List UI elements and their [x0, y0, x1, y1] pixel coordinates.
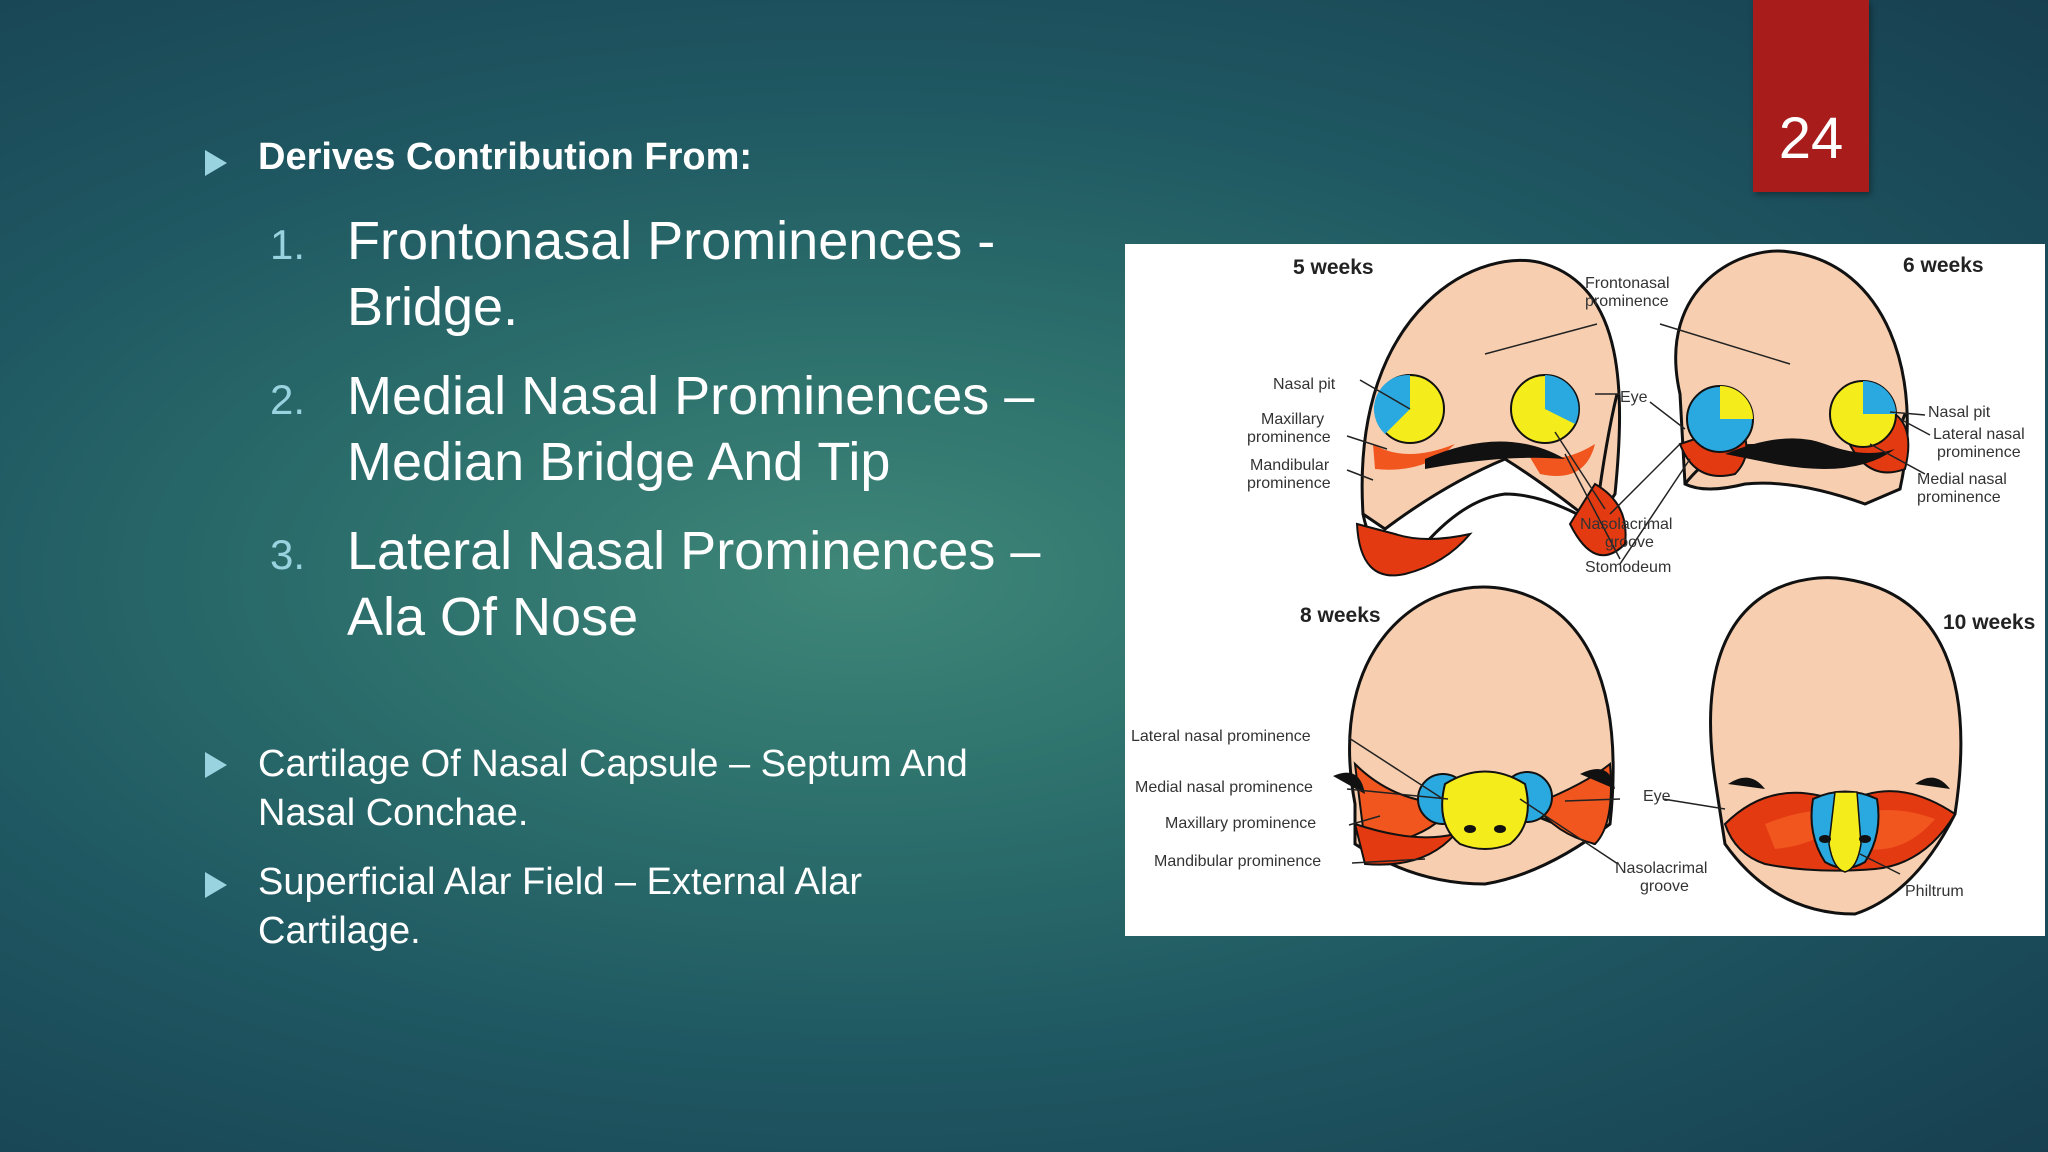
- label-lateral-nasal-8: Lateral nasal prominence: [1131, 728, 1311, 745]
- list-item-frontonasal: Frontonasal Prominences - Bridge.: [347, 208, 995, 340]
- label-nasal-pit-right: Nasal pit: [1928, 404, 1991, 421]
- label-philtrum: Philtrum: [1905, 883, 1964, 900]
- label-medial-nasal-right: prominence: [1917, 489, 2001, 506]
- label-nasolacrimal-bottom: groove: [1640, 878, 1689, 895]
- label-8-weeks: 8 weeks: [1300, 604, 1381, 627]
- bullet-line: Superficial Alar Field – External Alar: [258, 861, 863, 903]
- item-number: 1.: [270, 221, 306, 268]
- bullet-cartilage: Cartilage Of Nasal Capsule – Septum And …: [258, 740, 968, 838]
- list-item-line: Medial Nasal Prominences –: [347, 366, 1035, 426]
- label-nasal-pit-left: Nasal pit: [1273, 376, 1336, 393]
- label-6-weeks: 6 weeks: [1903, 254, 1984, 277]
- label-maxillary-left: Maxillary: [1261, 411, 1324, 428]
- head-8-weeks: [1333, 585, 1615, 886]
- list-item-medial-nasal: Medial Nasal Prominences – Median Bridge…: [347, 363, 1034, 495]
- label-nasolacrimal-top: Nasolacrimal: [1580, 516, 1672, 533]
- label-frontonasal: Frontonasal: [1585, 275, 1670, 292]
- label-5-weeks: 5 weeks: [1293, 256, 1374, 279]
- label-maxillary-left: prominence: [1247, 429, 1331, 446]
- label-medial-nasal-8: Medial nasal prominence: [1135, 779, 1313, 796]
- bullet-line: Nasal Conchae.: [258, 792, 529, 834]
- bullet-line: Cartilage.: [258, 910, 421, 952]
- bullet-line: Cartilage Of Nasal Capsule – Septum And: [258, 743, 968, 785]
- label-nasolacrimal-bottom: Nasolacrimal: [1615, 860, 1707, 877]
- bullet-arrow-icon: [205, 872, 227, 898]
- list-item-lateral-nasal: Lateral Nasal Prominences – Ala Of Nose: [347, 518, 1040, 650]
- label-mandibular-left: Mandibular: [1250, 457, 1330, 474]
- label-10-weeks: 10 weeks: [1943, 611, 2035, 634]
- list-item-line: Median Bridge And Tip: [347, 432, 891, 492]
- bullet-superficial-alar: Superficial Alar Field – External Alar C…: [258, 858, 862, 956]
- label-lateral-nasal-right: prominence: [1937, 444, 2021, 461]
- item-number: 3.: [270, 531, 306, 578]
- label-frontonasal: prominence: [1585, 293, 1669, 310]
- head-6-weeks: [1674, 249, 1910, 506]
- label-mandibular-left: prominence: [1247, 475, 1331, 492]
- label-nasolacrimal-top: groove: [1605, 534, 1654, 551]
- label-eye-bottom: Eye: [1643, 788, 1671, 805]
- bullet-arrow-icon: [205, 752, 227, 778]
- head-10-weeks: [1709, 576, 1963, 916]
- slide-number: 24: [1753, 0, 1869, 192]
- item-number: 2.: [270, 376, 306, 423]
- label-eye-top: Eye: [1620, 389, 1648, 406]
- leader-lines: [1346, 323, 1931, 875]
- list-item-line: Ala Of Nose: [347, 587, 639, 647]
- list-item-line: Bridge.: [347, 277, 519, 337]
- label-maxillary-8: Maxillary prominence: [1165, 815, 1316, 832]
- label-lateral-nasal-right: Lateral nasal: [1933, 426, 2025, 443]
- label-mandibular-8: Mandibular prominence: [1154, 853, 1321, 870]
- list-item-line: Lateral Nasal Prominences –: [347, 521, 1041, 581]
- embryo-diagram-svg: 5 weeks 6 weeks 8 weeks 10 weeks Fronton…: [1131, 249, 2035, 916]
- list-item-line: Frontonasal Prominences -: [347, 211, 996, 271]
- section-heading: Derives Contribution From:: [258, 136, 753, 178]
- embryo-face-diagram: 5 weeks 6 weeks 8 weeks 10 weeks Fronton…: [1125, 244, 2045, 936]
- label-medial-nasal-right: Medial nasal: [1917, 471, 2007, 488]
- head-5-weeks: [1355, 259, 1627, 577]
- bullet-arrow-icon: [205, 150, 227, 176]
- label-stomodeum: Stomodeum: [1585, 559, 1671, 576]
- slide-number-text: 24: [1778, 106, 1844, 171]
